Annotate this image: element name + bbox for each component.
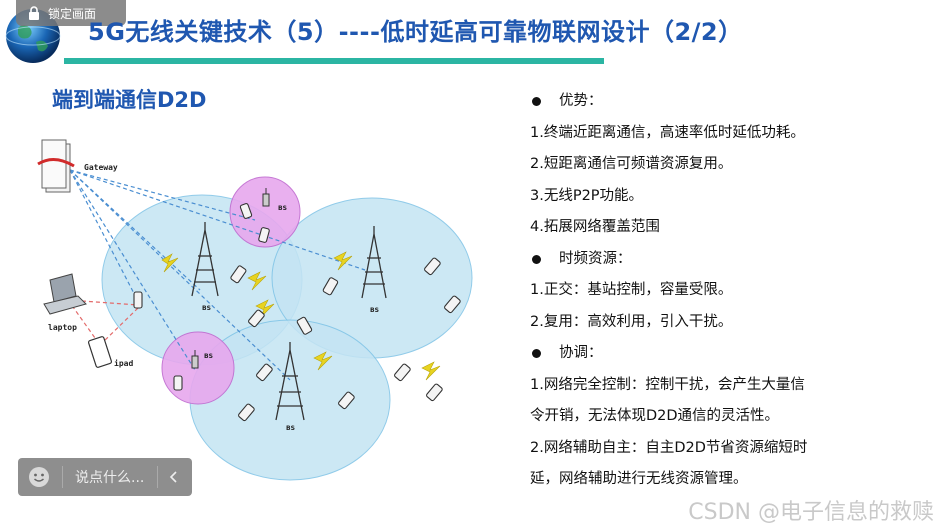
ipad-icon <box>87 336 113 368</box>
bullet-dot-icon <box>532 97 541 107</box>
chat-input-bar[interactable]: 说点什么... <box>18 458 192 496</box>
bullet-tf: 时频资源： <box>530 244 850 276</box>
tower-right-icon <box>361 226 387 299</box>
tower-bottom-icon <box>275 342 305 421</box>
mobile-phone-icons <box>133 203 461 422</box>
lock-screen-tab[interactable]: 锁定画面 <box>16 0 126 26</box>
emoji-icon[interactable] <box>28 466 50 488</box>
d2d-cluster-top <box>229 176 301 248</box>
small-bs-top-icon <box>262 188 270 207</box>
bullet-coord-title: 协调： <box>559 345 603 361</box>
bullet-list: 优势： 1.终端近距离通信，高速率低时延低功耗。 2.短距离通信可频谱资源复用。… <box>530 86 850 496</box>
bullet-tf-title: 时频资源： <box>559 250 632 267</box>
bullet-dot-icon <box>532 254 541 264</box>
lock-screen-label: 锁定画面 <box>48 6 97 21</box>
small-bs-left-icon <box>191 350 199 369</box>
gateway-server-icon <box>37 139 75 193</box>
lock-icon <box>29 6 39 20</box>
bullet-dot-icon <box>532 349 541 359</box>
coord-item: 令开销，无法体现D2D通信的灵活性。 <box>530 408 780 424</box>
bs-label-left: BS <box>202 305 211 312</box>
tf-item: 2.复用：高效利用，引入干扰。 <box>530 313 733 330</box>
gateway-label: Gateway <box>84 163 118 172</box>
tf-item: 1.正交：基站控制，容量受限。 <box>530 282 733 298</box>
advantage-item: 4.拓展网络覆盖范围 <box>530 219 660 235</box>
coord-item: 2.网络辅助自主：自主D2D节省资源缩短时 <box>530 439 808 456</box>
bullet-coord: 协调： <box>530 338 850 370</box>
bs-label-bottom: BS <box>286 425 295 432</box>
chat-separator <box>157 466 158 488</box>
ipad-label: ipad <box>114 358 133 368</box>
chevron-left-icon[interactable] <box>166 467 182 487</box>
advantage-item: 3.无线P2P功能。 <box>530 187 644 204</box>
bullet-advantages-title: 优势： <box>559 93 603 109</box>
laptop-label: laptop <box>48 323 77 332</box>
bullet-advantages: 优势： <box>530 86 850 118</box>
title-underline-bar <box>64 58 604 64</box>
bs-label-cluster-left: BS <box>204 353 213 360</box>
advantage-item: 1.终端近距离通信，高速率低时延低功耗。 <box>530 124 805 141</box>
chat-placeholder[interactable]: 说点什么... <box>75 470 145 486</box>
watermark: CSDN @电子信息的救赎 <box>688 500 934 525</box>
slide-title: 5G无线关键技术（5）----低时延高可靠物联网设计（2/2） <box>88 18 743 46</box>
laptop-icon <box>43 273 87 315</box>
bs-label-right: BS <box>370 307 379 314</box>
section-heading: 端到端通信D2D <box>52 88 207 112</box>
gateway-links <box>69 169 366 381</box>
coord-item: 延，网络辅助进行无线资源管理。 <box>530 471 748 487</box>
tower-left-icon <box>191 222 219 297</box>
coord-item: 1.网络完全控制：控制干扰，会产生大量信 <box>530 376 805 393</box>
bs-label-top: BS <box>278 205 287 212</box>
advantage-item: 2.短距离通信可频谱资源复用。 <box>530 156 733 172</box>
d2d-network-diagram: Gateway laptop ipad BS BS <box>37 139 473 481</box>
chat-separator <box>62 466 63 488</box>
lightning-icons <box>161 251 441 381</box>
